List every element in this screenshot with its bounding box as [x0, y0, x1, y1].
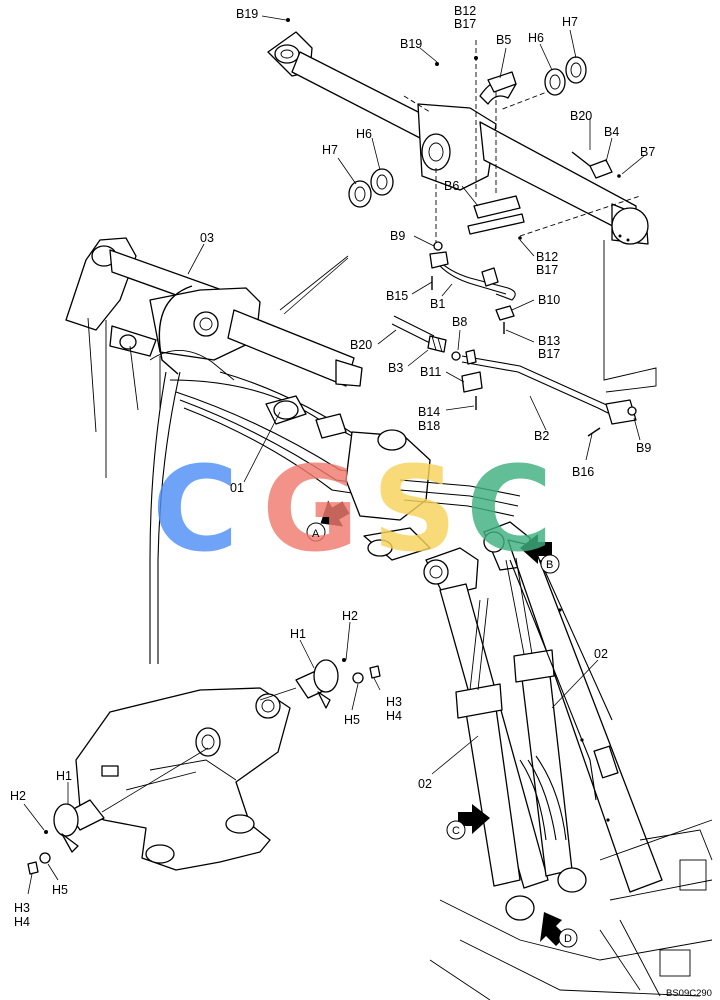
pipe-assembly: [391, 241, 637, 437]
label-b16: B16: [572, 465, 594, 479]
label-03: 03: [200, 231, 214, 245]
label-b14: B14: [418, 405, 440, 419]
label-b19-top: B19: [236, 7, 258, 21]
view-label-c: C: [452, 825, 460, 837]
label-b3: B3: [388, 361, 403, 375]
hydraulic-lines-01: [169, 371, 521, 561]
watermark-letter-1: C: [152, 440, 239, 578]
label-h6-left: H6: [356, 127, 372, 141]
label-h2-top: H2: [342, 609, 358, 623]
watermark-letter-3: S: [372, 440, 457, 578]
view-label-b: B: [546, 559, 553, 571]
label-h4-top: H4: [386, 709, 402, 723]
label-b13: B13: [538, 334, 560, 348]
leader-lines: [23, 15, 645, 895]
label-b15: B15: [386, 289, 408, 303]
label-b4: B4: [604, 125, 619, 139]
label-b19-mid: B19: [400, 37, 422, 51]
label-h5-top: H5: [344, 713, 360, 727]
label-02-right: 02: [594, 647, 608, 661]
label-h7-top: H7: [562, 15, 578, 29]
label-b12-mid: B12: [536, 250, 558, 264]
label-b17-top: B17: [454, 17, 476, 31]
label-b11: B11: [420, 365, 441, 379]
label-h6-top: H6: [528, 31, 544, 45]
label-b9-top: B9: [390, 229, 405, 243]
label-b1: B1: [430, 297, 445, 311]
label-h4-left: H4: [14, 915, 30, 929]
label-h5-left: H5: [52, 883, 68, 897]
view-arrow-b: [520, 534, 560, 574]
drawing-reference: BS09C290: [666, 988, 712, 999]
label-h2-left: H2: [10, 789, 26, 803]
label-b5: B5: [496, 33, 511, 47]
label-h7-left: H7: [322, 143, 338, 157]
label-h3-top: H3: [386, 695, 402, 709]
label-b6: B6: [444, 179, 459, 193]
label-b8: B8: [452, 315, 467, 329]
watermark-letter-4: C: [466, 440, 553, 578]
part-labels: B19 B12 B17 B5 H6 H7 B19 B20 B4 B7 H6 H7…: [10, 4, 712, 999]
label-b7: B7: [640, 145, 655, 159]
lower-boom-02: [423, 521, 713, 1000]
view-label-d: D: [564, 933, 572, 945]
label-b18: B18: [418, 419, 440, 433]
label-b20-top: B20: [570, 109, 592, 123]
label-h3-left: H3: [14, 901, 30, 915]
label-b17-low: B17: [538, 347, 560, 361]
label-b2: B2: [534, 429, 549, 443]
label-b9-right: B9: [636, 441, 651, 455]
view-label-a: A: [312, 528, 320, 540]
label-b20-low: B20: [350, 338, 372, 352]
watermark: C G S C: [152, 440, 553, 578]
label-02-left: 02: [418, 777, 432, 791]
label-h1-left: H1: [56, 769, 72, 783]
boom-arm-03: [65, 237, 363, 664]
label-01: 01: [230, 481, 244, 495]
label-b12-top: B12: [454, 4, 476, 18]
swing-bracket: [27, 658, 381, 875]
view-arrow-d: [540, 912, 578, 948]
label-b17-mid: B17: [536, 263, 558, 277]
watermark-letter-2: G: [262, 440, 359, 578]
view-arrow-a: [306, 500, 350, 542]
label-b10: B10: [538, 293, 560, 307]
view-arrow-c: [446, 804, 490, 840]
top-cylinder-assembly: [267, 18, 657, 393]
label-h1-top: H1: [290, 627, 306, 641]
